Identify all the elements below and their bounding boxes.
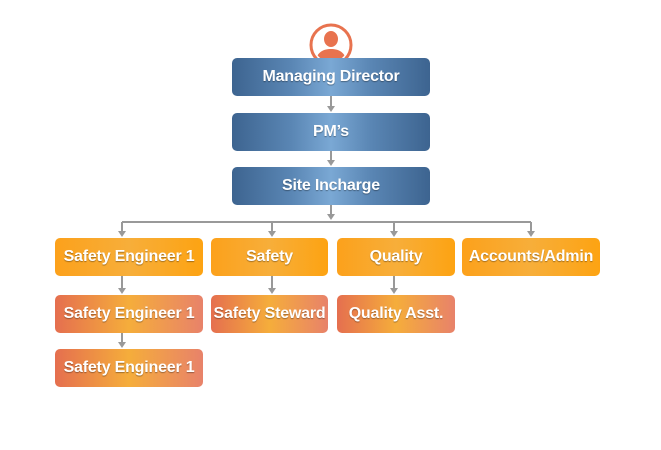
node-label: Safety Engineer 1 xyxy=(63,248,195,265)
node-label: Safety Steward xyxy=(213,305,326,322)
node-label: PM’s xyxy=(313,123,349,140)
arrow-dept2 xyxy=(268,231,276,237)
node-label: Safety Engineer 1 xyxy=(63,305,195,322)
arrow-dept3 xyxy=(390,231,398,237)
node-label: Site Incharge xyxy=(282,177,380,194)
node-label: Safety xyxy=(246,248,293,265)
arrow-dept2-child1 xyxy=(268,288,276,294)
node-dept-safety[interactable]: Safety xyxy=(211,238,328,276)
arrow-dept3-child1 xyxy=(390,288,398,294)
node-label: Safety Engineer 1 xyxy=(63,359,195,376)
arrow-dept1-child2 xyxy=(118,342,126,348)
node-site-incharge[interactable]: Site Incharge xyxy=(232,167,430,205)
node-dept-safety-engineer-1[interactable]: Safety Engineer 1 xyxy=(55,238,203,276)
arrow-dept4 xyxy=(527,231,535,237)
node-safety-engineer-1-child-2[interactable]: Safety Engineer 1 xyxy=(55,349,203,387)
node-label: Quality xyxy=(369,248,423,265)
node-label: Accounts/Admin xyxy=(468,248,594,265)
arrow-pm-site xyxy=(327,160,335,166)
node-quality-asst[interactable]: Quality Asst. xyxy=(337,295,455,333)
arrow-dept1-child1 xyxy=(118,288,126,294)
user-icon xyxy=(309,23,353,67)
node-managing-director[interactable]: Managing Director xyxy=(232,58,430,96)
node-label: Quality Asst. xyxy=(348,305,444,322)
node-pms[interactable]: PM’s xyxy=(232,113,430,151)
node-safety-steward[interactable]: Safety Steward xyxy=(211,295,328,333)
node-label: Managing Director xyxy=(262,68,400,85)
arrow-site-bus xyxy=(327,214,335,220)
arrow-dept1 xyxy=(118,231,126,237)
arrow-md-pm xyxy=(327,106,335,112)
node-dept-quality[interactable]: Quality xyxy=(337,238,455,276)
node-dept-accounts-admin[interactable]: Accounts/Admin xyxy=(462,238,600,276)
node-safety-engineer-1-child-1[interactable]: Safety Engineer 1 xyxy=(55,295,203,333)
